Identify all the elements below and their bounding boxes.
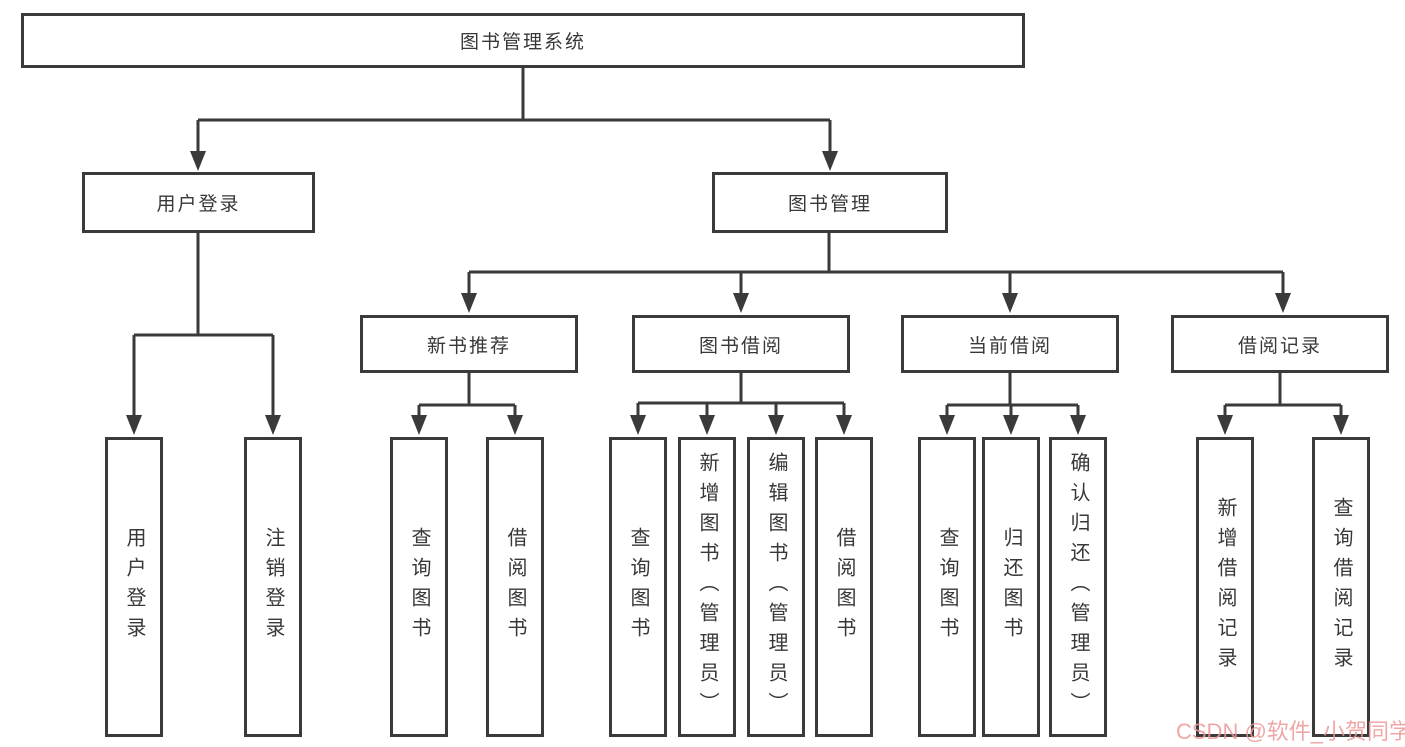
- leaf-borrow-borrow-books: 借阅图书: [815, 437, 873, 737]
- leaf-borrow-edit-books-admin-label: 编辑图书（管理员）: [765, 452, 787, 722]
- leaf-records-add-record-label: 新增借阅记录: [1214, 497, 1236, 677]
- leaf-records-query-record-label: 查询借阅记录: [1330, 497, 1352, 677]
- node-current-borrow-label: 当前借阅: [967, 335, 1052, 357]
- node-book-borrow: 图书借阅: [632, 315, 850, 373]
- node-borrow-records-label: 借阅记录: [1237, 335, 1322, 357]
- csdn-watermark: CSDN @软件_小贺同学: [1176, 719, 1405, 744]
- leaf-current-confirm-return-admin: 确认归还（管理员）: [1049, 437, 1107, 737]
- leaf-borrow-add-books-admin: 新增图书（管理员）: [678, 437, 736, 737]
- leaf-user-login: 用户登录: [105, 437, 163, 737]
- node-user-login-label: 用户登录: [156, 194, 241, 215]
- leaf-current-query-books-label: 查询图书: [936, 527, 958, 647]
- leaf-borrow-query-books-label: 查询图书: [627, 527, 649, 647]
- leaf-recommend-borrow-books: 借阅图书: [486, 437, 544, 737]
- leaf-current-query-books: 查询图书: [918, 437, 976, 737]
- leaf-recommend-borrow-books-label: 借阅图书: [504, 527, 526, 647]
- leaf-records-add-record: 新增借阅记录: [1196, 437, 1254, 737]
- node-book-management: 图书管理: [712, 172, 948, 233]
- leaf-recommend-query-books-label: 查询图书: [408, 527, 430, 647]
- leaf-borrow-add-books-admin-label: 新增图书（管理员）: [696, 452, 718, 722]
- leaf-logout-label: 注销登录: [262, 527, 284, 647]
- leaf-borrow-query-books: 查询图书: [609, 437, 667, 737]
- node-root: 图书管理系统: [21, 13, 1025, 68]
- leaf-user-login-label: 用户登录: [123, 527, 145, 647]
- leaf-logout: 注销登录: [244, 437, 302, 737]
- node-current-borrow: 当前借阅: [901, 315, 1119, 373]
- node-root-label: 图书管理系统: [459, 32, 586, 53]
- node-book-management-label: 图书管理: [787, 194, 872, 215]
- leaf-borrow-borrow-books-label: 借阅图书: [833, 527, 855, 647]
- leaf-records-query-record: 查询借阅记录: [1312, 437, 1370, 737]
- leaf-borrow-edit-books-admin: 编辑图书（管理员）: [747, 437, 805, 737]
- leaf-current-return-books-label: 归还图书: [1000, 527, 1022, 647]
- node-book-borrow-label: 图书借阅: [698, 335, 783, 357]
- node-new-book-recommend-label: 新书推荐: [426, 335, 511, 357]
- node-new-book-recommend: 新书推荐: [360, 315, 578, 373]
- node-borrow-records: 借阅记录: [1171, 315, 1389, 373]
- arrowheads: [126, 151, 1349, 435]
- leaf-current-return-books: 归还图书: [982, 437, 1040, 737]
- leaf-current-confirm-return-admin-label: 确认归还（管理员）: [1067, 452, 1089, 722]
- leaf-recommend-query-books: 查询图书: [390, 437, 448, 737]
- node-user-login: 用户登录: [82, 172, 315, 233]
